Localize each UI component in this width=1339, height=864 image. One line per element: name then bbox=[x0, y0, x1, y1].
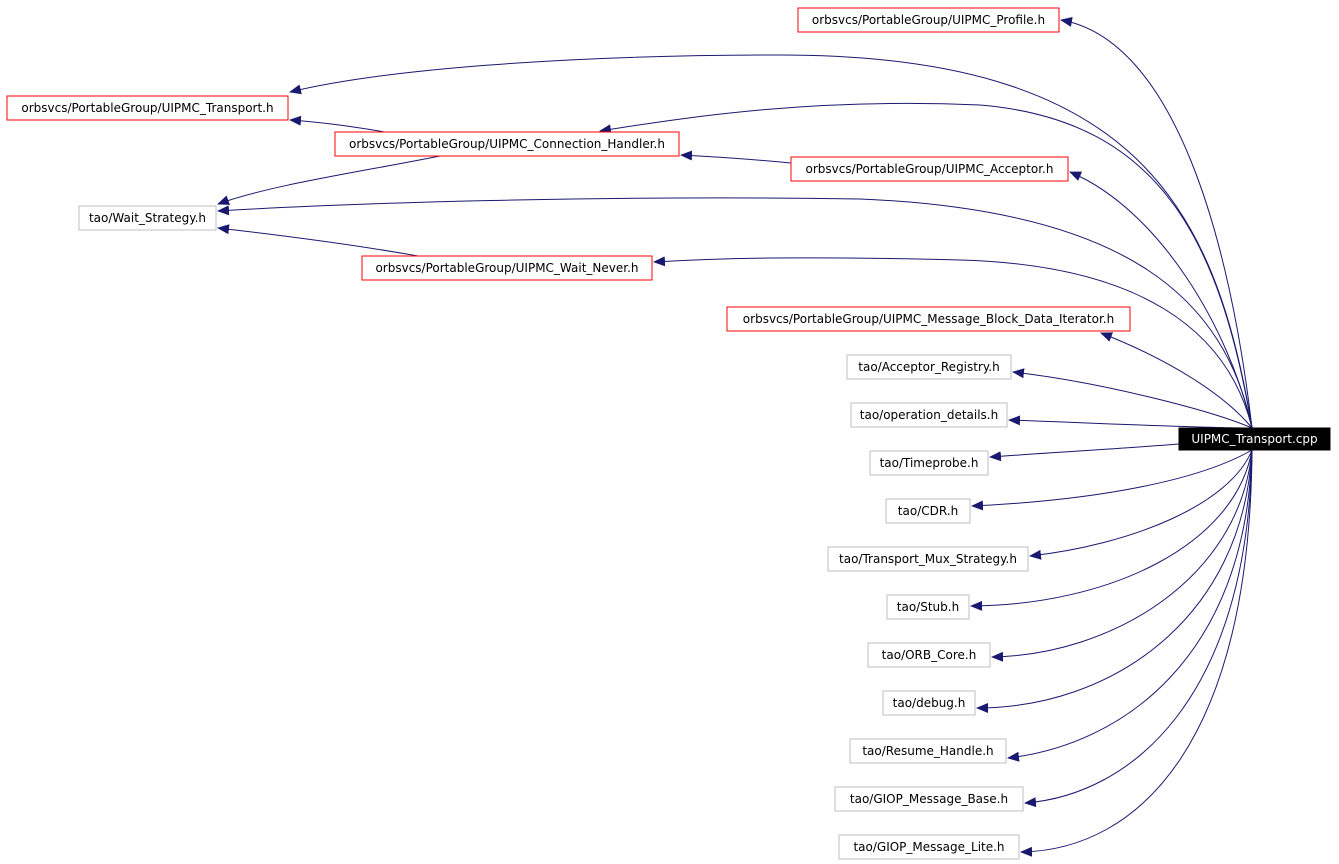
node-opdet[interactable]: tao/operation_details.h bbox=[850, 402, 1008, 428]
node-box bbox=[726, 306, 1131, 332]
node-mbdi[interactable]: orbsvcs/PortableGroup/UIPMC_Message_Bloc… bbox=[726, 306, 1131, 332]
node-label: UIPMC_Transport.cpp bbox=[1191, 432, 1317, 446]
node-label: tao/GIOP_Message_Base.h bbox=[850, 792, 1008, 806]
edge-root-acceptor bbox=[1069, 171, 1253, 429]
node-cdr[interactable]: tao/CDR.h bbox=[885, 498, 971, 524]
edge-root-orbcore bbox=[991, 449, 1253, 662]
node-root: UIPMC_Transport.cpp bbox=[1178, 427, 1331, 451]
node-tms[interactable]: tao/Transport_Mux_Strategy.h bbox=[827, 546, 1029, 572]
edge-root-accreg bbox=[1012, 368, 1253, 429]
edge-root-cdr bbox=[971, 449, 1253, 511]
node-waitnever[interactable]: orbsvcs/PortableGroup/UIPMC_Wait_Never.h bbox=[361, 255, 653, 281]
edge-root-waitstrat bbox=[217, 197, 1253, 429]
node-label: orbsvcs/PortableGroup/UIPMC_Wait_Never.h bbox=[375, 261, 638, 275]
node-resume[interactable]: tao/Resume_Handle.h bbox=[849, 738, 1007, 764]
edge-root-resume bbox=[1007, 449, 1253, 762]
node-box bbox=[78, 205, 217, 231]
edge-conn-waitstrat bbox=[217, 155, 441, 205]
node-orbcore[interactable]: tao/ORB_Core.h bbox=[867, 642, 991, 668]
node-label: tao/Transport_Mux_Strategy.h bbox=[839, 552, 1017, 566]
node-box bbox=[790, 156, 1069, 182]
node-box bbox=[849, 738, 1007, 764]
node-label: tao/Wait_Strategy.h bbox=[89, 211, 206, 225]
node-timeprobe[interactable]: tao/Timeprobe.h bbox=[869, 450, 989, 476]
node-label: tao/Timeprobe.h bbox=[880, 456, 979, 470]
node-box bbox=[846, 354, 1012, 380]
edge-layer bbox=[217, 16, 1253, 857]
node-label: orbsvcs/PortableGroup/UIPMC_Transport.h bbox=[21, 101, 273, 115]
node-label: orbsvcs/PortableGroup/UIPMC_Acceptor.h bbox=[806, 162, 1054, 176]
edge-root-gioplite bbox=[1020, 449, 1253, 857]
edge-root-stub bbox=[970, 449, 1253, 611]
node-label: orbsvcs/PortableGroup/UIPMC_Message_Bloc… bbox=[743, 312, 1114, 326]
node-box bbox=[838, 834, 1020, 860]
node-box bbox=[334, 131, 680, 157]
node-box bbox=[867, 642, 991, 668]
node-box bbox=[869, 450, 989, 476]
node-box bbox=[6, 95, 289, 121]
edge-root-tms bbox=[1029, 449, 1253, 560]
edge-root-profile bbox=[1060, 16, 1253, 429]
node-stub[interactable]: tao/Stub.h bbox=[886, 594, 970, 620]
node-label: tao/CDR.h bbox=[898, 504, 958, 518]
node-debug[interactable]: tao/debug.h bbox=[882, 690, 976, 716]
node-layer: orbsvcs/PortableGroup/UIPMC_Profile.horb… bbox=[6, 7, 1331, 860]
node-label: tao/operation_details.h bbox=[860, 408, 998, 422]
node-label: tao/Resume_Handle.h bbox=[862, 744, 993, 758]
edge-root-transport bbox=[289, 54, 1253, 429]
node-box bbox=[797, 7, 1060, 33]
node-gioplite[interactable]: tao/GIOP_Message_Lite.h bbox=[838, 834, 1020, 860]
node-box bbox=[886, 594, 970, 620]
node-label: tao/Acceptor_Registry.h bbox=[858, 360, 999, 374]
node-label: tao/debug.h bbox=[893, 696, 966, 710]
edge-root-mbdi bbox=[1100, 332, 1253, 429]
node-label: orbsvcs/PortableGroup/UIPMC_Profile.h bbox=[812, 13, 1045, 27]
edge-conn-transport bbox=[289, 115, 386, 133]
edge-root-timeprobe bbox=[989, 443, 1180, 462]
node-giopbase[interactable]: tao/GIOP_Message_Base.h bbox=[834, 786, 1024, 812]
node-box bbox=[885, 498, 971, 524]
node-label: orbsvcs/PortableGroup/UIPMC_Connection_H… bbox=[349, 137, 665, 151]
node-label: tao/Stub.h bbox=[897, 600, 959, 614]
node-accreg[interactable]: tao/Acceptor_Registry.h bbox=[846, 354, 1012, 380]
node-label: tao/GIOP_Message_Lite.h bbox=[853, 840, 1004, 854]
edge-root-opdet bbox=[1008, 415, 1253, 429]
node-label: tao/ORB_Core.h bbox=[882, 648, 977, 662]
node-box bbox=[850, 402, 1008, 428]
node-transport[interactable]: orbsvcs/PortableGroup/UIPMC_Transport.h bbox=[6, 95, 289, 121]
edge-waitnever-waitstrat bbox=[217, 224, 419, 257]
edge-root-giopbase bbox=[1024, 449, 1253, 808]
node-box bbox=[361, 255, 653, 281]
edge-root-waitnever bbox=[653, 256, 1253, 429]
edge-root-conn bbox=[599, 102, 1253, 429]
edge-root-debug bbox=[976, 449, 1253, 713]
node-profile[interactable]: orbsvcs/PortableGroup/UIPMC_Profile.h bbox=[797, 7, 1060, 33]
node-waitstrat[interactable]: tao/Wait_Strategy.h bbox=[78, 205, 217, 231]
node-conn[interactable]: orbsvcs/PortableGroup/UIPMC_Connection_H… bbox=[334, 131, 680, 157]
node-box bbox=[1178, 427, 1331, 451]
edge-acceptor-conn bbox=[680, 150, 792, 164]
node-box bbox=[834, 786, 1024, 812]
node-box bbox=[882, 690, 976, 716]
node-box bbox=[827, 546, 1029, 572]
node-acceptor[interactable]: orbsvcs/PortableGroup/UIPMC_Acceptor.h bbox=[790, 156, 1069, 182]
